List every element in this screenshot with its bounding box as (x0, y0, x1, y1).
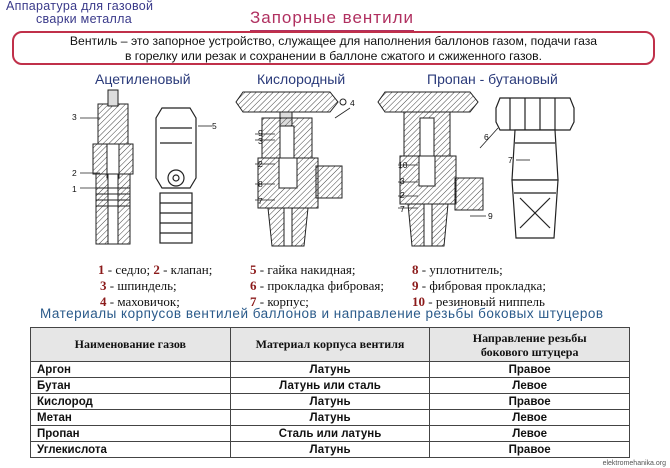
propane-valve-label: Пропан - бутановый (427, 71, 558, 87)
svg-text:10: 10 (398, 160, 408, 170)
column-header-gas: Наименование газов (30, 327, 231, 362)
svg-text:3: 3 (258, 136, 263, 146)
definition-box: Вентиль – это запорное устройство, служа… (12, 31, 655, 65)
legend-item: 10 - резиновый ниппель (412, 294, 545, 309)
table-row: Аргон Латунь Правое (30, 361, 630, 378)
header-subtitle: Аппаратура для газовой сварки металла (6, 0, 153, 26)
definition-line-2: в горелку или резак и сохранении в балло… (124, 49, 543, 63)
svg-text:4: 4 (350, 98, 355, 108)
definition-line-1: Вентиль – это запорное устройство, служа… (69, 34, 598, 48)
cell-gas: Кислород (30, 393, 231, 410)
svg-text:6: 6 (484, 132, 489, 142)
table-row: Метан Латунь Левое (30, 409, 630, 426)
legend-item: 3 - шпиндель; (100, 278, 177, 293)
svg-text:7: 7 (258, 196, 263, 206)
cell-thread: Левое (429, 425, 630, 442)
svg-text:2: 2 (258, 159, 263, 169)
materials-table: Наименование газов Материал корпуса вент… (30, 327, 630, 458)
cell-material: Латунь (229, 441, 431, 458)
svg-text:2: 2 (72, 168, 77, 178)
cell-material: Латунь (229, 393, 431, 410)
svg-text:9: 9 (258, 128, 263, 138)
legend-item: 6 - прокладка фибровая; (250, 278, 384, 293)
valve-drawings: 3 2 1 5 9 3 2 8 7 4 10 3 2 7 6 9 7 (72, 89, 575, 247)
table-subtitle: Материалы корпусов вентилей баллонов и н… (40, 306, 604, 321)
column-header-material: Материал корпуса вентиля (229, 327, 431, 362)
cell-gas: Пропан (30, 425, 231, 442)
watermark: elektromehanika.org (602, 460, 666, 467)
propane-valve-side-view (495, 97, 575, 239)
cell-thread: Правое (429, 441, 630, 458)
cell-gas: Метан (30, 409, 231, 426)
cell-thread: Левое (429, 409, 630, 426)
header-line-2: сварки металла (36, 12, 132, 26)
svg-text:8: 8 (258, 179, 263, 189)
table-row: Пропан Сталь или латунь Левое (30, 425, 630, 442)
svg-text:9: 9 (488, 211, 493, 221)
table-header-row: Наименование газов Материал корпуса вент… (30, 327, 630, 362)
cell-material: Латунь (229, 361, 431, 378)
svg-text:3: 3 (72, 112, 77, 122)
cell-thread: Левое (429, 377, 630, 394)
legend-item: 5 - гайка накидная; (250, 262, 356, 277)
cell-gas: Бутан (30, 377, 231, 394)
table-row: Бутан Латунь или сталь Левое (30, 377, 630, 394)
legend-item: 8 - уплотнитель; (412, 262, 503, 277)
svg-text:2: 2 (400, 190, 405, 200)
legend-item: 4 - маховичок; (100, 294, 180, 309)
propane-valve-drawing (377, 91, 484, 247)
svg-text:5: 5 (212, 121, 217, 131)
svg-text:7: 7 (400, 204, 405, 214)
part-number-callouts: 3 2 1 5 9 3 2 8 7 4 10 3 2 7 6 9 7 (72, 98, 513, 221)
cell-material: Сталь или латунь (229, 425, 431, 442)
legend-item: 1 - седло; 2 - клапан; (98, 262, 213, 277)
oxygen-valve-label: Кислородный (257, 71, 346, 87)
column-header-thread: Направление резьбы бокового штуцера (429, 327, 630, 362)
acetylene-valve-drawing (92, 89, 134, 245)
legend-item: 9 - фибровая прокладка; (412, 278, 546, 293)
cell-thread: Правое (429, 361, 630, 378)
svg-text:7: 7 (508, 155, 513, 165)
acetylene-valve-label: Ацетиленовый (95, 71, 191, 87)
acetylene-valve-side-view (155, 107, 197, 244)
header-line-1: Аппаратура для газовой (6, 0, 154, 13)
cell-material: Латунь или сталь (229, 377, 431, 394)
page-title: Запорные вентили (250, 8, 415, 31)
legend-item: 7 - корпус; (250, 294, 309, 309)
cell-material: Латунь (229, 409, 431, 426)
svg-text:1: 1 (72, 184, 77, 194)
legend-column-2: 5 - гайка накидная; 6 - прокладка фибров… (250, 262, 384, 310)
cell-gas: Углекислота (30, 441, 231, 458)
cell-thread: Правое (429, 393, 630, 410)
cell-gas: Аргон (30, 361, 231, 378)
legend-column-1: 1 - седло; 2 - клапан; 3 - шпиндель; 4 -… (98, 262, 212, 310)
legend-column-3: 8 - уплотнитель; 9 - фибровая прокладка;… (412, 262, 546, 310)
svg-text:3: 3 (400, 176, 405, 186)
table-row: Кислород Латунь Правое (30, 393, 630, 410)
table-row: Углекислота Латунь Правое (30, 441, 630, 458)
oxygen-valve-drawing (235, 91, 347, 247)
